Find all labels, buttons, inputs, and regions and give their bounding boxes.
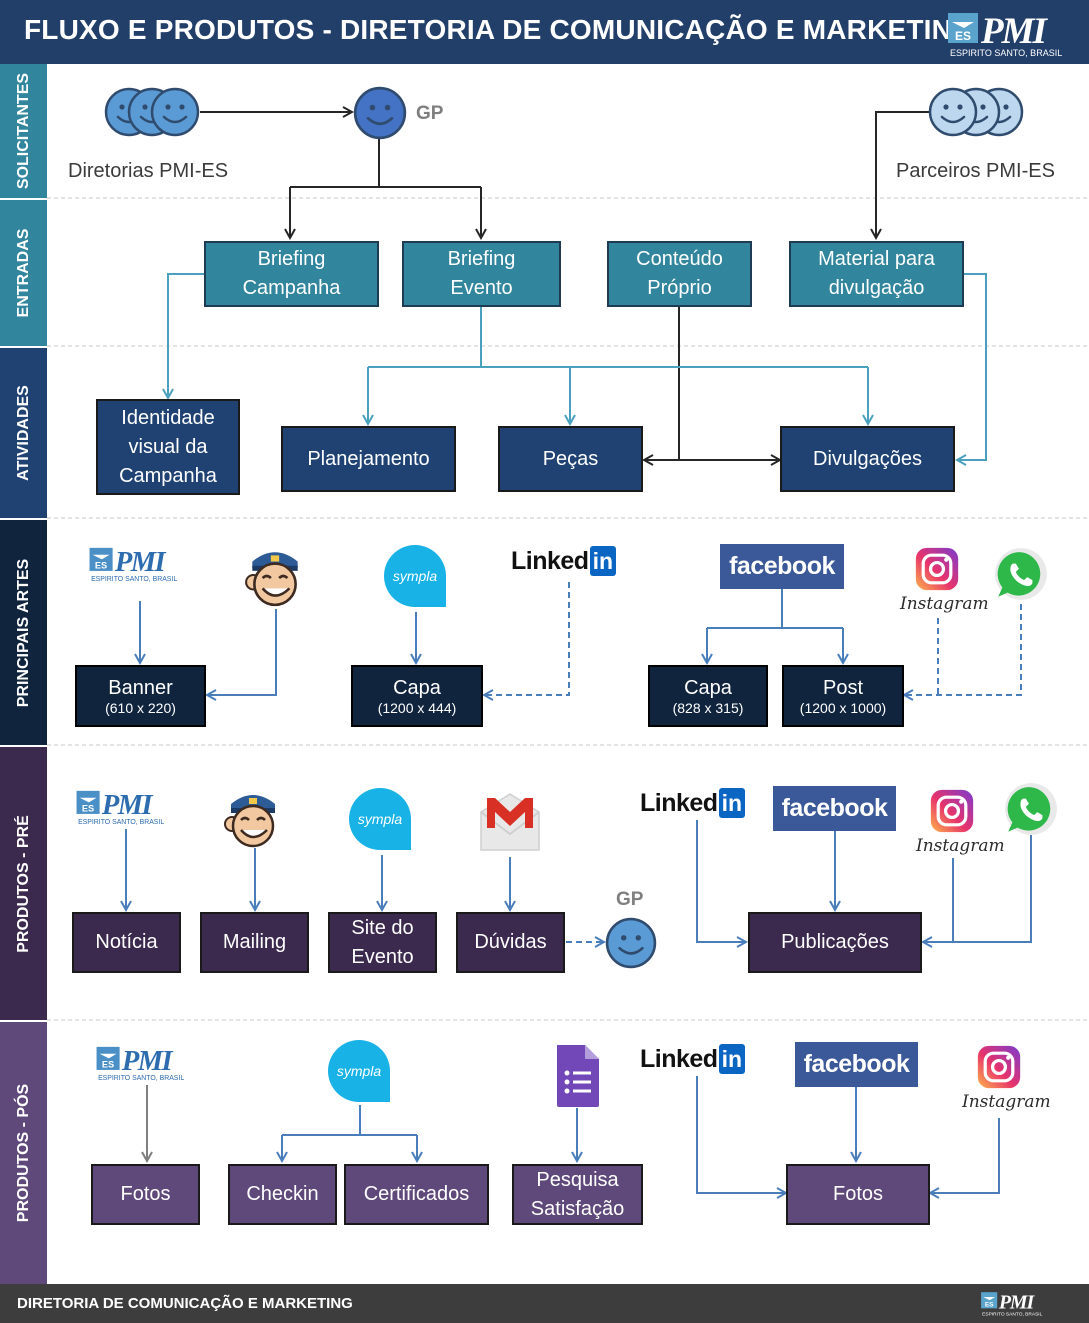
instagram-icon bbox=[914, 546, 960, 592]
sympla-icon bbox=[326, 1038, 392, 1108]
whatsapp-icon bbox=[1002, 781, 1060, 839]
mailchimp-icon bbox=[223, 786, 283, 850]
gp-label: GP bbox=[616, 889, 644, 910]
lane-principais-artes: PRINCIPAIS ARTES bbox=[0, 518, 47, 745]
identidade-visual-box: Identidade visual da Campanha bbox=[96, 399, 240, 495]
sympla-icon bbox=[347, 786, 413, 856]
facebook-logo: facebook bbox=[720, 544, 844, 589]
header-bar: FLUXO E PRODUTOS - DIRETORIA DE COMUNICA… bbox=[0, 0, 1089, 64]
publicacoes-box: Publicações bbox=[748, 912, 922, 973]
lane-produtos-pre: PRODUTOS - PRÉ bbox=[0, 745, 47, 1020]
linkedin-logo: Linked in bbox=[640, 786, 746, 820]
google-forms-icon bbox=[553, 1043, 601, 1109]
box-size-label: (1200 x 1000) bbox=[799, 699, 887, 716]
fotos-social-box: Fotos bbox=[786, 1164, 930, 1225]
capa-facebook-box: Capa (828 x 315) bbox=[648, 665, 768, 727]
box-line: Site do bbox=[351, 916, 414, 939]
lane-atividades: ATIVIDADES bbox=[0, 346, 47, 518]
box-size-label: (610 x 220) bbox=[105, 699, 176, 716]
mailing-box: Mailing bbox=[200, 912, 309, 973]
diretorias-group-icon bbox=[104, 84, 204, 140]
material-divulgacao-box: Material para divulgação bbox=[789, 241, 964, 307]
mailchimp-icon bbox=[244, 543, 306, 609]
parceiros-label: Parceiros PMI-ES bbox=[896, 160, 1055, 182]
footer-bar: DIRETORIA DE COMUNICAÇÃO E MARKETING bbox=[0, 1284, 1089, 1323]
conteudo-proprio-box: Conteúdo Próprio bbox=[607, 241, 752, 307]
box-line: Pesquisa bbox=[536, 1168, 619, 1191]
instagram-icon bbox=[976, 1044, 1022, 1090]
gp-person-icon bbox=[353, 86, 407, 140]
divulgacoes-box: Divulgações bbox=[780, 426, 955, 492]
fotos-pmi-box: Fotos bbox=[91, 1164, 200, 1225]
box-line: Satisfação bbox=[530, 1197, 625, 1220]
pmi-es-icon bbox=[88, 543, 188, 585]
briefing-evento-box: Briefing Evento bbox=[402, 241, 561, 307]
lane-entradas: ENTRADAS bbox=[0, 198, 47, 346]
box-line: Material para bbox=[818, 248, 935, 270]
whatsapp-icon bbox=[992, 546, 1050, 604]
duvidas-box: Dúvidas bbox=[456, 912, 565, 973]
facebook-logo: facebook bbox=[795, 1042, 918, 1087]
box-line: Briefing bbox=[447, 248, 516, 270]
briefing-campanha-box: Briefing Campanha bbox=[204, 241, 379, 307]
linkedin-icon-text: Linked bbox=[511, 546, 589, 575]
box-line: Conteúdo bbox=[636, 248, 723, 270]
sympla-icon bbox=[382, 543, 448, 613]
box-main-label: Post bbox=[822, 676, 864, 699]
box-main-label: Banner bbox=[108, 676, 173, 699]
pmi-es-icon bbox=[75, 786, 175, 828]
noticia-box: Notícia bbox=[72, 912, 181, 973]
pesquisa-satisfacao-box: Pesquisa Satisfação bbox=[512, 1164, 643, 1225]
instagram-wordmark: Instagram bbox=[962, 1092, 1051, 1112]
banner-box: Banner (610 x 220) bbox=[75, 665, 206, 727]
checkin-box: Checkin bbox=[228, 1164, 337, 1225]
gp-person-icon bbox=[605, 917, 657, 969]
lane-produtos-pos: PRODUTOS - PÓS bbox=[0, 1020, 47, 1284]
certificados-box: Certificados bbox=[344, 1164, 489, 1225]
linkedin-icon-text: Linked bbox=[640, 788, 718, 817]
gp-label: GP bbox=[416, 103, 444, 124]
box-line: Campanha bbox=[119, 464, 217, 487]
facebook-logo: facebook bbox=[773, 786, 896, 831]
box-line: Próprio bbox=[647, 277, 712, 299]
linkedin-in-icon: in bbox=[589, 546, 617, 576]
site-evento-box: Site do Evento bbox=[328, 912, 437, 973]
instagram-wordmark: Instagram bbox=[900, 594, 989, 614]
linkedin-icon-text: Linked bbox=[640, 1044, 718, 1073]
page-title: FLUXO E PRODUTOS - DIRETORIA DE COMUNICA… bbox=[24, 14, 975, 45]
linkedin-logo: Linked in bbox=[640, 1042, 746, 1076]
lane-solicitantes: SOLICITANTES bbox=[0, 64, 47, 198]
box-main-label: Capa bbox=[684, 676, 732, 699]
box-line: visual da bbox=[128, 435, 208, 458]
gmail-icon bbox=[477, 790, 543, 856]
diretorias-label: Diretorias PMI-ES bbox=[68, 160, 229, 182]
post-box: Post (1200 x 1000) bbox=[782, 665, 904, 727]
linkedin-in-icon: in bbox=[718, 788, 746, 818]
pmi-es-logo bbox=[980, 1288, 1050, 1319]
box-line: Identidade bbox=[121, 406, 215, 429]
box-size-label: (1200 x 444) bbox=[377, 699, 457, 716]
pecas-box: Peças bbox=[498, 426, 643, 492]
box-line: Briefing bbox=[257, 248, 326, 270]
pmi-es-icon bbox=[95, 1042, 195, 1084]
parceiros-group-icon bbox=[928, 84, 1028, 140]
box-line: Campanha bbox=[242, 277, 341, 299]
instagram-icon bbox=[929, 788, 975, 834]
capa-sympla-box: Capa (1200 x 444) bbox=[351, 665, 483, 727]
planejamento-box: Planejamento bbox=[281, 426, 456, 492]
footer-label: DIRETORIA DE COMUNICAÇÃO E MARKETING bbox=[17, 1295, 353, 1312]
box-size-label: (828 x 315) bbox=[672, 699, 744, 716]
instagram-wordmark: Instagram bbox=[916, 836, 1005, 856]
box-line: Evento bbox=[351, 945, 414, 968]
linkedin-logo: Linked in bbox=[511, 544, 617, 578]
box-main-label: Capa bbox=[393, 676, 441, 699]
linkedin-in-icon: in bbox=[718, 1044, 746, 1074]
box-line: Evento bbox=[450, 277, 513, 299]
box-line: divulgação bbox=[828, 277, 925, 299]
